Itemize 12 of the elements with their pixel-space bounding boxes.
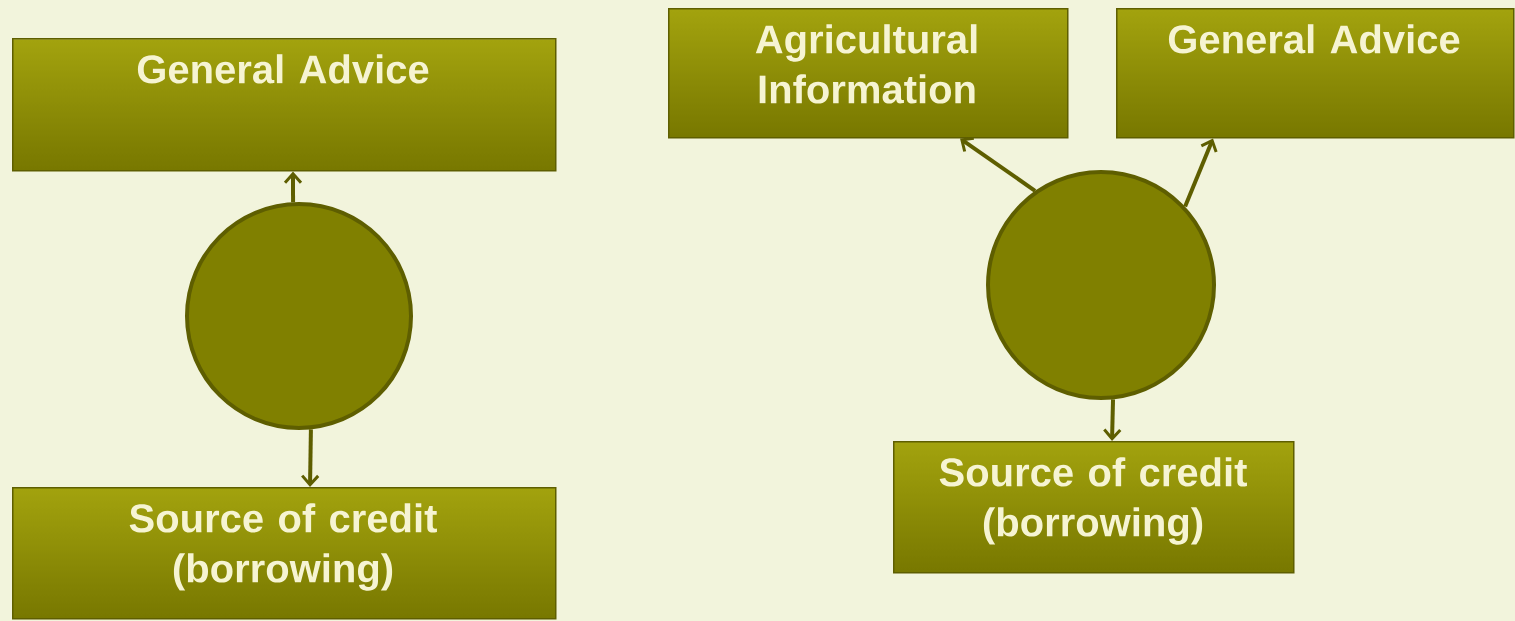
arrow — [1183, 138, 1218, 208]
text-box: Agricultural Information — [668, 8, 1069, 139]
text-box: General Advice — [12, 38, 557, 172]
text-box: Source of credit (borrowing) — [893, 441, 1295, 574]
text-box: General Advice — [1116, 8, 1515, 139]
text-box: Source of credit (borrowing) — [12, 487, 557, 620]
arrow — [1103, 399, 1122, 441]
circle — [986, 170, 1216, 400]
circle — [185, 202, 413, 430]
arrow — [283, 171, 303, 203]
arrow — [301, 429, 320, 487]
arrow — [960, 136, 1037, 193]
